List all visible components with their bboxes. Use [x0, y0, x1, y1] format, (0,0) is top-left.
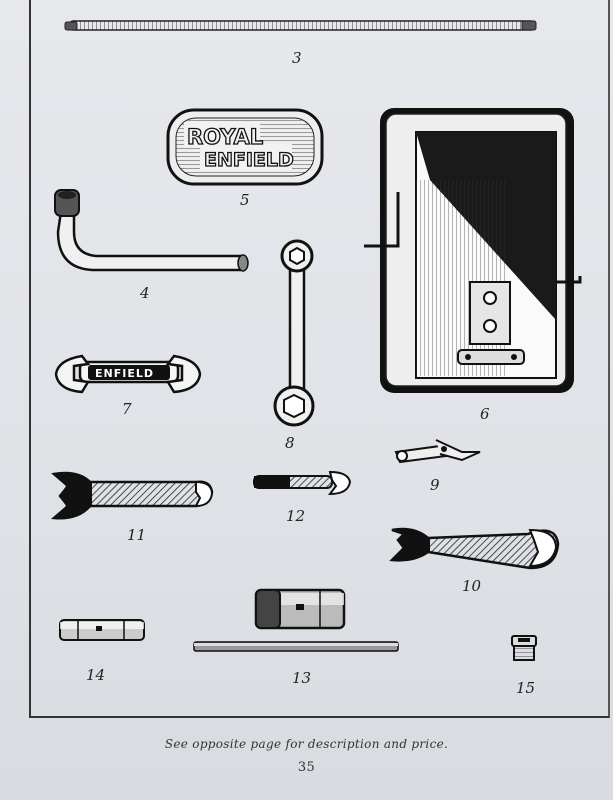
item-number-7: 7 — [122, 400, 132, 418]
grip-badge-icon: ROYAL ENFIELD — [166, 108, 324, 186]
item-number-14: 14 — [86, 666, 105, 684]
item-number-13: 13 — [292, 669, 311, 687]
item-number-3: 3 — [292, 49, 302, 67]
tube-spanner-icon — [59, 619, 145, 641]
item-number-4: 4 — [139, 284, 150, 302]
tool-box-icon — [364, 108, 582, 393]
page-caption: See opposite page for description and pr… — [164, 737, 449, 751]
spanner-icon — [389, 527, 560, 570]
tommy-bar-icon — [64, 20, 537, 31]
illustration-frame — [29, 0, 610, 718]
open-spanner-icon: ENFIELD — [54, 354, 202, 394]
box-spanner-handle-icon — [54, 189, 249, 272]
grip-brand-line1: ROYAL — [187, 125, 263, 149]
item-number-12: 12 — [286, 507, 305, 525]
item-number-8: 8 — [285, 434, 295, 452]
pliers-icon — [394, 439, 481, 464]
item-number-6: 6 — [480, 405, 490, 423]
item-number-9: 9 — [430, 476, 440, 494]
item-number-5: 5 — [240, 191, 250, 209]
large-spanner-icon — [50, 471, 214, 520]
item-number-11: 11 — [127, 526, 146, 544]
plug-icon — [511, 635, 537, 661]
page-number: 35 — [297, 760, 316, 775]
item-number-10: 10 — [462, 577, 482, 595]
item-number-15: 15 — [516, 679, 535, 697]
grip-brand-line2: ENFIELD — [204, 149, 294, 171]
spanner-brand: ENFIELD — [95, 367, 154, 380]
small-spanner-icon — [253, 470, 352, 496]
ring-spanner-icon — [273, 239, 315, 427]
box-spanner-icon — [193, 588, 399, 652]
